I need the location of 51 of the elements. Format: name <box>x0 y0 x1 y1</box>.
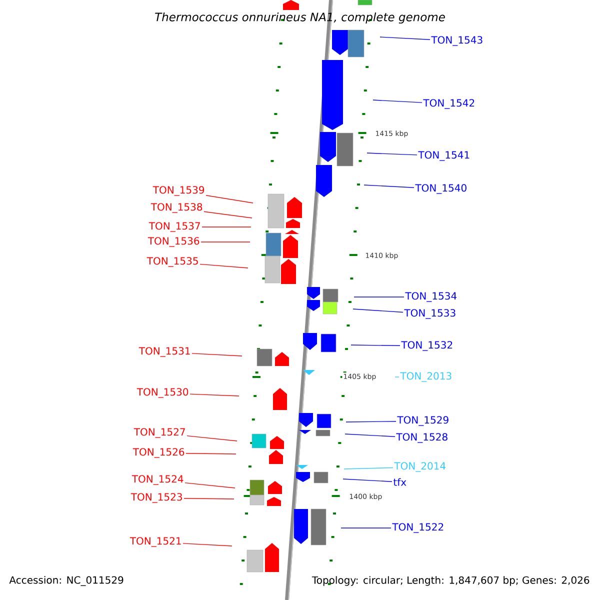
gene-label: TON_1533 <box>404 309 456 319</box>
gene-label: tfx <box>393 478 406 486</box>
leader-line <box>372 100 422 103</box>
leader-line <box>380 36 430 40</box>
gene-label: TON_1526 <box>132 448 184 458</box>
genome-info-text: Topology: circular; Length: 1,847,607 bp; Genes: 2,026 <box>312 576 590 586</box>
title: Thermococcus onnurineus NA1, complete genome <box>155 12 445 24</box>
leader-line <box>342 478 392 482</box>
gene-label: TON_1538 <box>150 203 202 213</box>
gene-label: TON_1532 <box>401 341 452 351</box>
leader-line <box>366 152 418 156</box>
gene-label: TON_1543 <box>431 36 482 46</box>
leader-line <box>192 353 242 356</box>
gene-label: TON_1542 <box>423 99 474 109</box>
leader-line <box>202 226 252 228</box>
leader-line <box>344 467 394 470</box>
accession-text: Accession: NC_011529 <box>9 576 124 586</box>
leader-line <box>184 482 236 488</box>
gene-label: TON_1536 <box>148 237 200 247</box>
gene-label: TON_1534 <box>405 292 457 302</box>
leader-line <box>394 376 400 378</box>
gene-label: TON_1523 <box>130 493 182 503</box>
gene-label: TON_1531 <box>138 347 190 357</box>
gene-label: TON_1521 <box>130 537 181 547</box>
leader-line <box>352 308 404 313</box>
gene-label: TON_1530 <box>136 388 188 398</box>
gene-label: TON_1541 <box>418 151 470 161</box>
leader-line <box>344 434 396 437</box>
leader-line <box>350 344 400 346</box>
gene-label: TON_1522 <box>392 523 444 533</box>
leader-line <box>184 498 234 500</box>
leader-line <box>346 421 396 422</box>
gene-label: TON_2013 <box>400 372 452 382</box>
leader-line <box>364 184 414 188</box>
gene-label: TON_1535 <box>146 257 198 267</box>
gene-label: TON_1527 <box>134 428 185 438</box>
gene-label: TON_2014 <box>394 462 446 472</box>
leader-line <box>186 453 236 454</box>
gene-label: TON_1524 <box>132 475 184 485</box>
leader-line <box>190 394 240 396</box>
leader-line <box>204 211 252 218</box>
gene-label: TON_1537 <box>148 222 200 232</box>
leader-line <box>206 195 254 204</box>
gene-label: TON_1529 <box>397 416 448 426</box>
leader-line <box>186 435 238 442</box>
gene-label: TON_1528 <box>396 433 448 443</box>
leader-line <box>200 264 248 268</box>
gene-label: TON_1539 <box>152 186 204 196</box>
leader-line <box>354 296 404 298</box>
leader-line <box>182 543 232 546</box>
gene-label: TON_1540 <box>415 184 466 194</box>
